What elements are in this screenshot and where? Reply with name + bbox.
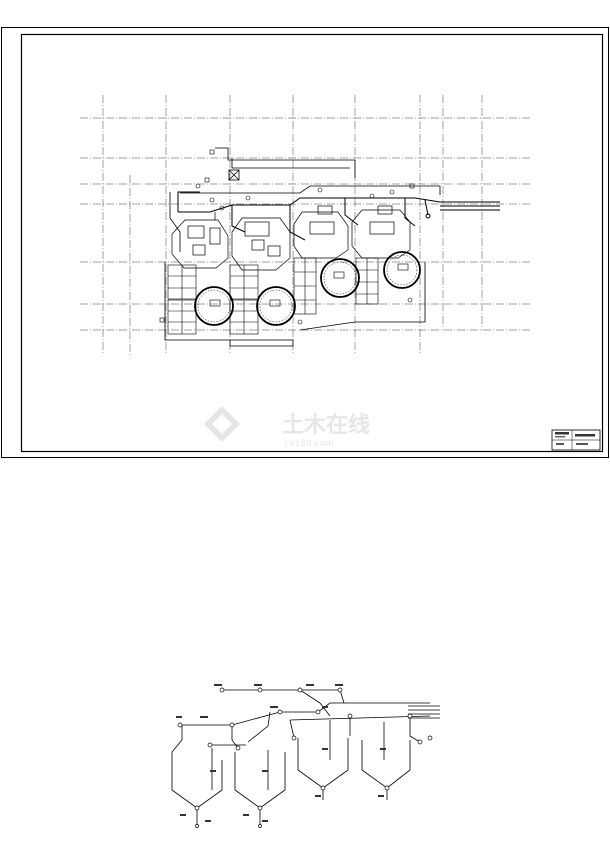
tank-4	[383, 251, 421, 289]
header-pipe-second	[289, 715, 431, 721]
hopper-1	[171, 739, 223, 809]
storage-block-mid	[229, 264, 259, 335]
storage-block-right	[293, 257, 379, 315]
hopper-3	[297, 738, 349, 789]
tank-3	[320, 258, 360, 298]
axis-grid	[80, 95, 530, 355]
watermark-text: 土木在线	[282, 412, 370, 438]
header-pipe-main	[180, 702, 430, 726]
diagram-annotations	[176, 684, 386, 822]
process-unit-2	[231, 217, 291, 271]
tank-2	[256, 286, 296, 326]
process-unit-4	[351, 205, 411, 259]
process-unit-3	[293, 205, 349, 259]
hopper-2	[234, 752, 286, 809]
site-plan	[80, 95, 530, 355]
watermark-logo-icon	[204, 406, 240, 442]
hopper-4	[361, 740, 411, 789]
fittings	[159, 149, 415, 325]
process-unit-1	[171, 212, 229, 269]
tank-1	[194, 286, 234, 326]
pipe-network	[177, 191, 500, 241]
watermark: 土木在线 co188.com	[204, 406, 370, 449]
sheet-outer-border	[1, 27, 609, 458]
title-block	[551, 429, 601, 451]
building-outline	[164, 147, 441, 347]
pipe-system-diagram	[171, 689, 440, 826]
diagram-nodes	[177, 687, 433, 828]
storage-block-left	[167, 264, 197, 335]
watermark-subtext: co188.com	[284, 439, 334, 449]
sheet-inner-border	[20, 33, 604, 453]
